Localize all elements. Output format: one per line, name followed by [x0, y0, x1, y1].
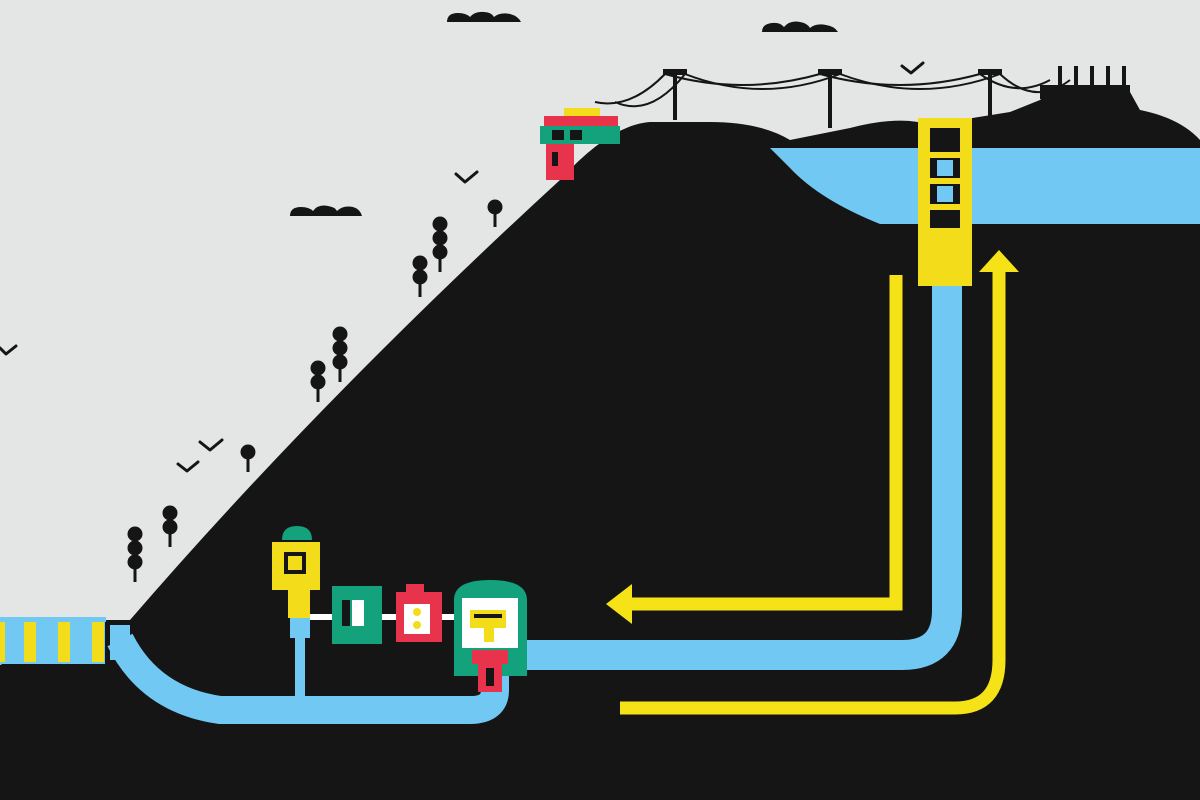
lower-reservoir — [0, 622, 105, 664]
transmission-tower-icon — [978, 69, 1002, 125]
tree-icon — [332, 326, 348, 382]
bird-icon — [198, 438, 224, 452]
powerhouse-equipment — [272, 526, 527, 692]
intake-tower-icon — [918, 118, 972, 286]
weir-gate-icon — [0, 617, 106, 662]
tree-icon — [487, 199, 503, 227]
trees — [127, 199, 503, 582]
power-lines — [594, 69, 1071, 128]
generating-flow-arrow — [632, 275, 903, 611]
tree-icon — [127, 526, 143, 582]
power-line — [684, 73, 841, 90]
power-line — [819, 73, 981, 86]
cloud-icon — [447, 11, 521, 22]
turbine-icon — [272, 526, 320, 638]
generating-arrowhead — [606, 584, 632, 624]
power-line — [999, 73, 1071, 94]
tailrace-tunnel — [107, 633, 509, 724]
transformer-icon — [454, 580, 527, 692]
transmission-tower-icon — [818, 69, 842, 128]
bird-icon — [454, 170, 479, 184]
cloud-icon — [290, 205, 362, 216]
tree-icon — [162, 505, 178, 547]
drive-shaft — [310, 614, 460, 620]
flow-arrows — [606, 250, 1019, 715]
switchgear-icon — [396, 584, 442, 642]
tree-icon — [432, 216, 448, 272]
power-line — [594, 73, 666, 105]
bird-icon — [176, 460, 200, 473]
power-line — [614, 73, 686, 108]
pumping-flow-arrow — [620, 270, 1006, 715]
penstock — [520, 222, 962, 670]
upper-reservoir — [770, 148, 1200, 224]
power-line — [839, 73, 1001, 90]
generator-icon — [332, 586, 382, 644]
birds — [0, 61, 925, 473]
transmission-tower-icon — [663, 69, 687, 120]
bird-icon — [0, 344, 18, 356]
substation — [1040, 66, 1130, 99]
bird-icon — [900, 61, 925, 75]
tree-icon — [310, 360, 326, 402]
control-building-icon — [540, 108, 620, 180]
cloud-icon — [762, 21, 838, 32]
pumping-arrowhead — [979, 250, 1019, 272]
power-line — [664, 73, 821, 86]
clouds — [290, 11, 838, 216]
tree-icon — [412, 255, 428, 297]
tree-icon — [240, 444, 256, 472]
